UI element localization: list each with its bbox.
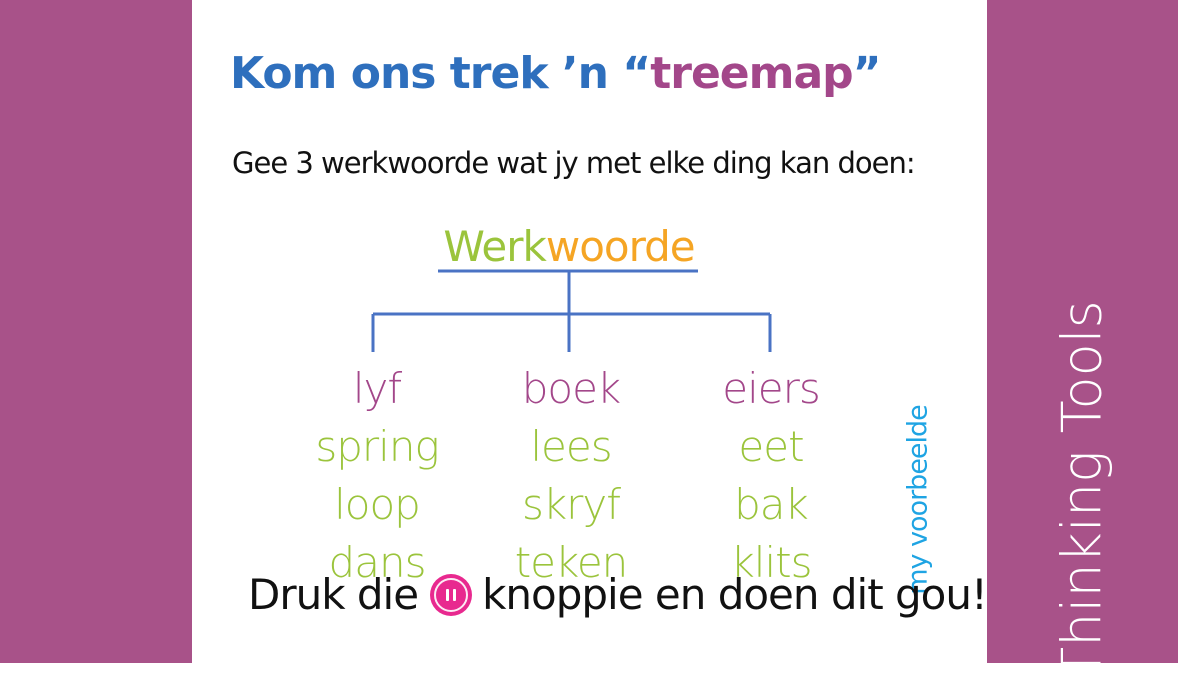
pause-bars-icon — [446, 588, 457, 601]
branch-verb: dans — [328, 538, 427, 587]
vertical-note: my voorbeelde — [902, 405, 934, 595]
right-side-bar — [987, 0, 1178, 663]
branch-column-1: lyf spring loop dans — [315, 360, 439, 592]
tree-root-label: Werkwoorde — [443, 222, 696, 271]
branch-category: eiers — [722, 364, 820, 413]
prompt-text-after: knoppie en doen dit gou! — [482, 570, 988, 619]
branch-verb: loop — [334, 480, 421, 529]
title-text-main: Kom ons trek ’n “ — [230, 48, 651, 99]
branch-category: lyf — [352, 364, 402, 413]
branch-verb: eet — [738, 422, 804, 471]
branch-column-3: eiers eet bak klits — [722, 360, 820, 592]
branch-column-2: boek lees skryf teken — [514, 360, 629, 592]
branch-verb: lees — [530, 422, 612, 471]
branch-verb: skryf — [521, 480, 621, 529]
instruction-text: Gee 3 werkwoorde wat jy met elke ding ka… — [232, 146, 916, 180]
branch-verb: teken — [514, 538, 629, 587]
root-label-part1: Werk — [443, 222, 546, 271]
slide-title: Kom ons trek ’n “treemap” — [230, 52, 882, 96]
branch-category: boek — [521, 364, 622, 413]
side-caption: Thinking Tools — [1050, 300, 1114, 680]
branch-verb: bak — [734, 480, 809, 529]
branch-verb: klits — [730, 538, 812, 587]
prompt-text-before: Druk die — [248, 570, 419, 619]
left-side-bar — [0, 0, 192, 663]
bottom-strip — [0, 663, 1200, 686]
branch-verb: spring — [315, 422, 439, 471]
prompt-line: Druk die knoppie en doen dit gou! — [248, 570, 988, 619]
title-text-accent: treemap — [650, 48, 853, 99]
pause-button-icon[interactable] — [430, 573, 473, 616]
root-label-part2: woorde — [545, 222, 696, 271]
title-text-end: ” — [852, 48, 882, 99]
